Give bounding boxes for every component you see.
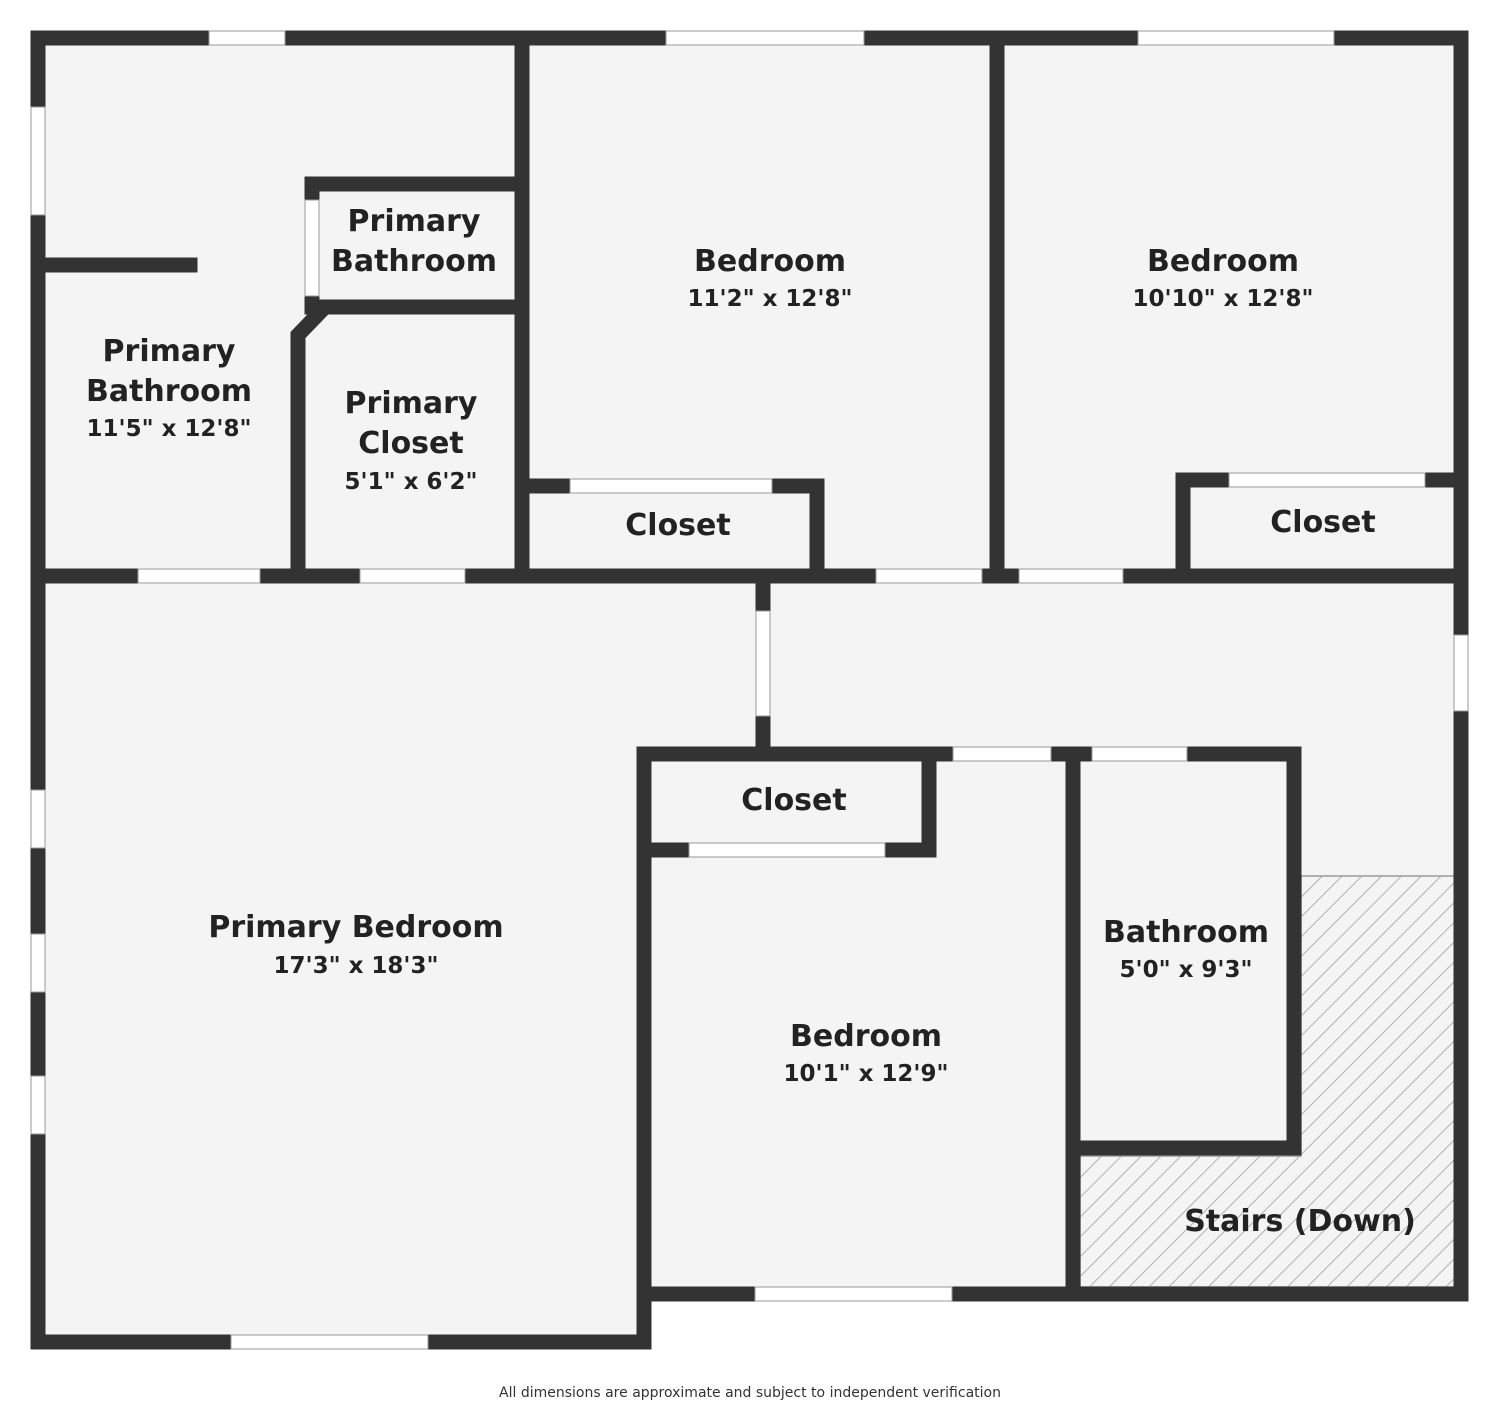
room-name: Primary [348,204,481,239]
room-bedroom-bottom: Bedroom 10'1" x 12'9" [784,1019,949,1087]
room-name: Bedroom [694,244,846,279]
openings [30,30,1469,1350]
room-primary-bathroom-small: Primary Bathroom [331,204,497,279]
room-name: Closet [625,508,730,543]
room-dimensions: 10'1" x 12'9" [784,1061,949,1087]
room-dimensions: 11'2" x 12'8" [688,286,853,312]
room-closet-middle: Closet [741,783,846,818]
room-dimensions: 10'10" x 12'8" [1133,286,1314,312]
room-name: Primary Bedroom [208,910,503,945]
room-name: Bedroom [790,1019,942,1054]
room-name: Closet [1270,505,1375,540]
room-dimensions: 17'3" x 18'3" [274,953,439,979]
room-name: Primary [345,386,478,421]
room-name: Bathroom [331,244,497,279]
room-name: Closet [741,783,846,818]
room-bedroom-top-middle: Bedroom 11'2" x 12'8" [688,244,853,312]
room-stairs: Stairs (Down) [1184,1204,1416,1239]
walls [30,30,1469,1350]
disclaimer-text: All dimensions are approximate and subje… [499,1385,1001,1401]
room-bedroom-top-right: Bedroom 10'10" x 12'8" [1133,244,1314,312]
room-primary-bathroom-large: Primary Bathroom 11'5" x 12'8" [86,334,252,442]
room-name: Bathroom [86,374,252,409]
room-name: Closet [358,426,463,461]
room-primary-bedroom: Primary Bedroom 17'3" x 18'3" [208,910,503,979]
room-name: Bathroom [1103,915,1269,950]
room-dimensions: 5'1" x 6'2" [345,469,478,495]
room-primary-closet: Primary Closet 5'1" x 6'2" [345,386,478,495]
room-bathroom: Bathroom 5'0" x 9'3" [1103,915,1269,983]
room-name: Primary [103,334,236,369]
room-name: Stairs (Down) [1184,1204,1416,1239]
room-closet-top-middle: Closet [625,508,730,543]
room-dimensions: 5'0" x 9'3" [1120,957,1253,983]
room-dimensions: 11'5" x 12'8" [87,416,252,442]
room-name: Bedroom [1147,244,1299,279]
room-closet-top-right: Closet [1270,505,1375,540]
